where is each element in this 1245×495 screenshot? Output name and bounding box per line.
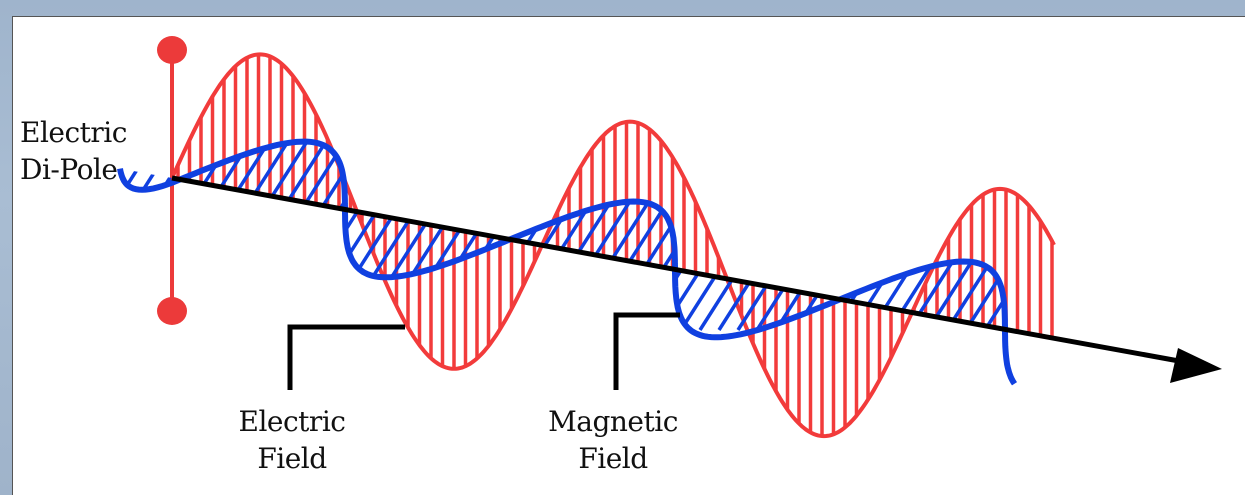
magnetic-field-vector — [736, 141, 880, 331]
magnetic-field-vector — [1040, 141, 1060, 331]
magnetic-field-vector — [926, 141, 1060, 331]
magnetic-field-vector — [1118, 110, 1245, 330]
magnetic-field-vector — [413, 141, 557, 331]
propagation-axis — [171, 175, 1191, 366]
magnetic-field-label: Magnetic Field — [528, 403, 698, 477]
magnetic-field-vector — [1080, 110, 1220, 330]
magnetic-field-vector — [1099, 110, 1239, 330]
magnetic-field-vector — [120, 141, 253, 331]
magnetic-field-vector — [869, 141, 1013, 331]
dipole-label: Electric Di-Pole — [20, 114, 127, 188]
electric-field-label-line2: Field — [257, 442, 327, 475]
magnetic-field-vector — [508, 141, 652, 331]
electric-field-label-line1: Electric — [238, 405, 346, 438]
magnetic-field-label-line2: Field — [578, 442, 648, 475]
dipole-top-charge — [157, 36, 187, 64]
electric-field-pointer — [287, 324, 405, 390]
electric-field-wave — [170, 52, 1056, 439]
magnetic-field-vector — [831, 141, 975, 331]
dipole-bottom-charge — [157, 297, 187, 325]
dipole-label-line1: Electric — [20, 116, 127, 149]
magnetic-field-label-line1: Magnetic — [548, 405, 678, 438]
magnetic-field-vector — [451, 141, 595, 331]
magnetic-field-vector — [1002, 141, 1060, 331]
magnetic-field-vector — [1061, 110, 1201, 330]
magnetic-field-vector — [1137, 110, 1245, 330]
dipole-label-line2: Di-Pole — [20, 153, 118, 186]
magnetic-field-wave — [117, 110, 1245, 386]
propagation-arrowhead — [1170, 348, 1222, 383]
magnetic-field-pointer — [613, 312, 680, 390]
magnetic-field-vector — [964, 141, 1060, 331]
electric-field-label: Electric Field — [207, 403, 377, 477]
magnetic-field-vector — [1021, 141, 1060, 331]
